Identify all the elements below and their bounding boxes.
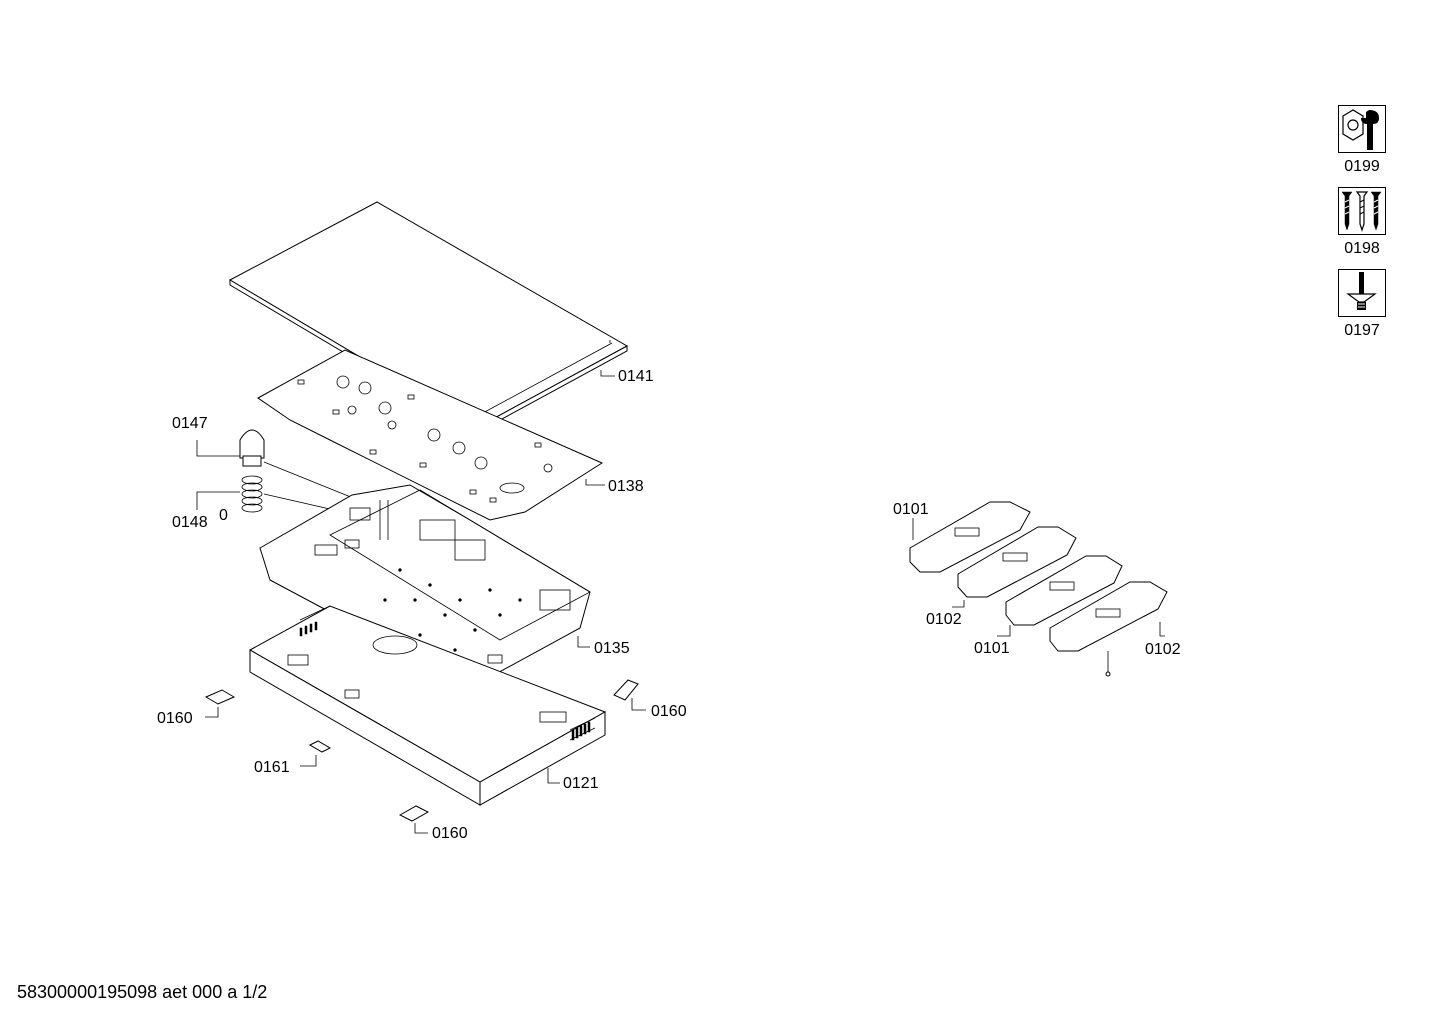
callout-0147: 0147 xyxy=(172,415,208,432)
legend-code-0198: 0198 xyxy=(1344,240,1380,257)
screws-icon xyxy=(1338,187,1386,235)
legend-code-0199: 0199 xyxy=(1344,158,1380,175)
callout-0135: 0135 xyxy=(594,640,630,657)
clip-0161 xyxy=(300,740,332,767)
callout-0102-left: 0102 xyxy=(926,611,962,628)
callout-0160-bottom: 0160 xyxy=(432,825,468,842)
callout-0121: 0121 xyxy=(563,775,599,792)
callout-0102-right: 0102 xyxy=(1145,641,1181,658)
knob-0147 xyxy=(196,429,379,509)
legend-code-0197: 0197 xyxy=(1344,322,1380,339)
insulation-plate-0138 xyxy=(257,349,605,521)
clip-0160-left xyxy=(204,689,236,718)
bottom-housing-0121 xyxy=(248,605,607,806)
callout-0148: 0148 xyxy=(172,514,208,531)
induction-coil-4 xyxy=(1049,581,1168,677)
callout-0141: 0141 xyxy=(618,368,654,385)
callout-0101-top: 0101 xyxy=(893,501,929,518)
induction-coil-1 xyxy=(909,501,1031,573)
callout-0138: 0138 xyxy=(608,478,644,495)
callout-0148-suffix: 0 xyxy=(219,507,228,524)
wrench-nut-icon xyxy=(1338,105,1386,153)
callout-0160-left: 0160 xyxy=(157,710,193,727)
induction-coils xyxy=(909,501,1168,677)
callout-0161: 0161 xyxy=(254,759,290,776)
screwdriver-icon xyxy=(1338,269,1386,317)
document-footer: 58300000195098 aet 000 a 1/2 xyxy=(17,982,268,1002)
clip-0160-right xyxy=(613,679,646,711)
induction-coil-3 xyxy=(1005,555,1123,626)
clip-0160-bottom xyxy=(398,805,430,834)
callout-0160-right: 0160 xyxy=(651,703,687,720)
callout-0101-bottom: 0101 xyxy=(974,640,1010,657)
induction-coil-2 xyxy=(957,526,1077,598)
carrier-frame-0135 xyxy=(259,484,591,689)
